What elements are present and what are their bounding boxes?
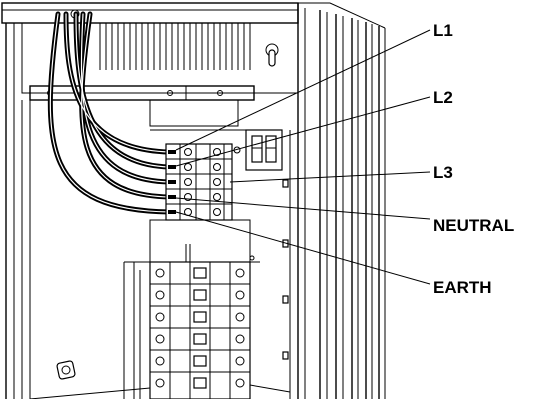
circuit-breakers [29,219,291,399]
label-earth: EARTH [433,278,492,297]
side-panel [282,2,386,399]
leader-l3 [229,171,431,183]
labels: L1 L2 L3 NEUTRAL EARTH [433,21,514,297]
switch-module [233,129,283,171]
cabinet-enclosure [1,2,299,399]
supply-cables [47,11,173,215]
mounting-nut [56,360,76,380]
heatsink-fins [99,23,251,70]
label-l2: L2 [433,88,453,107]
leader-l2 [175,96,431,167]
leader-neutral [175,197,431,220]
label-neutral: NEUTRAL [433,216,514,235]
label-l3: L3 [433,163,453,182]
label-l1: L1 [433,21,453,40]
keyhole-mount [265,43,279,67]
leader-lines [175,29,431,285]
terminal-block [165,143,233,221]
leader-l1 [175,29,431,151]
leader-earth [175,211,431,285]
